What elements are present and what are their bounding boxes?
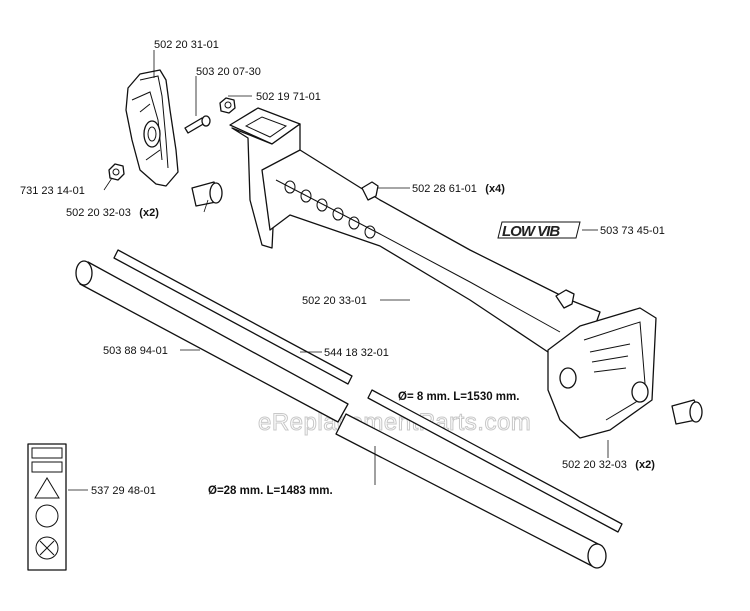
small-rod-part[interactable] [113, 249, 353, 385]
screw-part[interactable] [184, 115, 211, 134]
large-tube-upper-part[interactable] [75, 260, 349, 423]
label-502-20-32-03-upper: 502 20 32-03 (x2) [66, 203, 159, 220]
label-503-20-07-30: 503 20 07-30 [196, 66, 261, 78]
locknut-part[interactable] [108, 163, 125, 181]
large-tube-lower-part[interactable] [335, 413, 607, 569]
clip-part[interactable] [361, 181, 575, 309]
label-503-88-94-01: 503 88 94-01 [103, 345, 168, 357]
label-502-20-31-01: 502 20 31-01 [154, 39, 219, 51]
dimension-small-rod: Ø= 8 mm. L=1530 mm. [398, 391, 519, 403]
rubber-cap-lower-part[interactable] [671, 399, 703, 425]
label-503-73-45-01: 503 73 45-01 [600, 225, 665, 237]
nut-part[interactable] [219, 97, 236, 114]
label-544-18-32-01: 544 18 32-01 [324, 347, 389, 359]
handle-bracket-part[interactable] [125, 69, 179, 187]
low-vib-brand: LOW VIB [502, 223, 560, 240]
label-502-28-61-01: 502 28 61-01 (x4) [412, 179, 505, 196]
rubber-cap-upper-part[interactable] [191, 181, 223, 207]
label-537-29-48-01: 537 29 48-01 [91, 485, 156, 497]
warning-label-sheet[interactable] [27, 443, 67, 571]
small-rod-lower-part[interactable] [367, 389, 623, 533]
dimension-large-tube: Ø=28 mm. L=1483 mm. [208, 485, 333, 497]
label-731-23-14-01: 731 23 14-01 [20, 185, 85, 197]
watermark: eReplacementParts.com [258, 409, 531, 436]
low-vib-decal[interactable]: LOW VIB [497, 221, 581, 240]
label-502-20-33-01: 502 20 33-01 [302, 295, 367, 307]
label-502-19-71-01: 502 19 71-01 [256, 91, 321, 103]
frame-tube-part[interactable] [229, 107, 657, 439]
label-502-20-32-03-lower: 502 20 32-03 (x2) [562, 455, 655, 472]
